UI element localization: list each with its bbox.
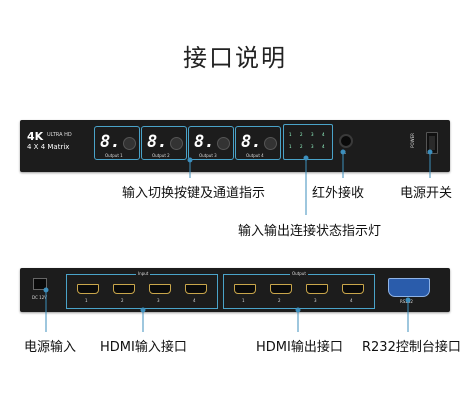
port-number: 3 [314,298,317,303]
hdmi-in-port-2[interactable] [113,284,135,294]
rs232-port-label: RS232 [400,299,413,304]
port-number: 1 [242,298,245,303]
port-number: 1 [85,298,88,303]
led-matrix: 1 2 3 4 1 2 3 4 [283,124,333,160]
output-label: Output [290,271,308,276]
led-5: 1 [289,144,292,149]
hdmi-out-port-3[interactable] [306,284,328,294]
port-number: 2 [278,298,281,303]
output-block-3[interactable]: 8. Output 3 [188,126,234,160]
port-number: 4 [350,298,353,303]
output-label: Output 4 [246,153,264,158]
display-digit: 8. [241,132,262,152]
hdmi-out-port-1[interactable] [234,284,256,294]
label-power-switch: 电源开关 [400,186,453,201]
led-2: 2 [300,132,303,137]
led-8: 4 [322,144,325,149]
label-ir-receiver: 红外接收 [312,186,365,201]
display-digit: 8. [147,132,168,152]
output-label: Output 3 [199,153,217,158]
hdmi-output-group: Output 1 2 3 4 [223,271,375,309]
led-4: 4 [322,132,325,137]
label-hdmi-in: HDMI输入接口 [100,340,187,355]
brand-logo: 4K ULTRA HD 4 X 4 Matrix [27,130,82,160]
brand-ultra-hd: ULTRA HD [47,132,72,138]
hdmi-out-port-2[interactable] [270,284,292,294]
port-number: 4 [193,298,196,303]
power-label: POWER [409,133,415,148]
hdmi-in-port-1[interactable] [77,284,99,294]
front-panel: 4K ULTRA HD 4 X 4 Matrix 8. Output 1 8. … [20,120,450,172]
label-power-input: 电源输入 [24,340,77,355]
dc-label: DC 12V [32,295,47,300]
brand-matrix: 4 X 4 Matrix [27,143,70,151]
led-1: 1 [289,132,292,137]
input-label: Input [136,271,151,276]
hdmi-input-group: Input 1 2 3 4 [66,271,218,309]
output-block-1[interactable]: 8. Output 1 [94,126,140,160]
select-button[interactable] [217,137,230,150]
display-digit: 8. [100,132,121,152]
ir-label: IR [342,150,346,155]
select-button[interactable] [123,137,136,150]
led-6: 2 [300,144,303,149]
back-panel: DC 12V Input 1 2 3 4 Output 1 2 3 4 RS23… [20,268,450,312]
select-button[interactable] [264,137,277,150]
label-switch-button: 输入切换按键及通道指示 [122,186,266,201]
page-title: 接口说明 [183,44,287,72]
output-label: Output 2 [152,153,170,158]
hdmi-out-port-4[interactable] [342,284,364,294]
rs232-port[interactable] [388,278,430,297]
select-button[interactable] [170,137,183,150]
output-block-4[interactable]: 8. Output 4 [235,126,281,160]
label-hdmi-out: HDMI输出接口 [256,340,343,355]
output-label: Output 1 [105,153,123,158]
dc-jack-icon [33,278,47,290]
label-status-led: 输入输出连接状态指示灯 [238,224,382,239]
display-digit: 8. [194,132,215,152]
port-number: 2 [121,298,124,303]
led-7: 3 [311,144,314,149]
ir-receiver-icon [339,134,353,148]
hdmi-in-port-4[interactable] [185,284,207,294]
led-3: 3 [311,132,314,137]
output-block-2[interactable]: 8. Output 2 [141,126,187,160]
power-switch[interactable] [426,132,438,154]
label-rs232: R232控制台接口 [362,340,461,355]
power-switch-rocker [429,136,435,150]
brand-4k: 4K [27,130,44,143]
hdmi-in-port-3[interactable] [149,284,171,294]
port-number: 3 [157,298,160,303]
